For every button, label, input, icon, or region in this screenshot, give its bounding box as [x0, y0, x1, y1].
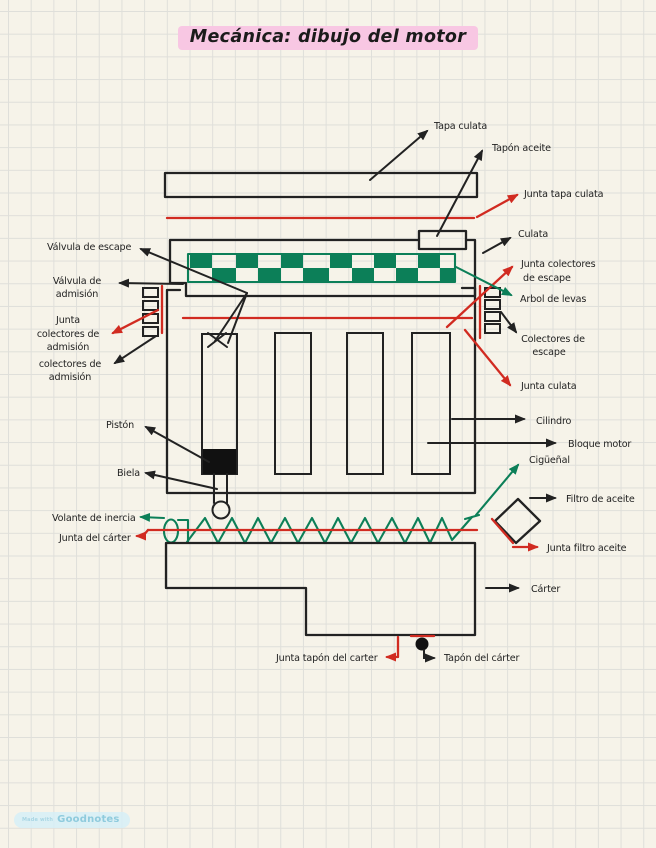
oil-filter-shape — [493, 497, 542, 545]
label-bloque-motor: Bloque motor — [568, 439, 631, 450]
page-title: Mecánica: dibujo del motor — [0, 26, 656, 50]
label-colectores-escape-1: Colectores de — [521, 334, 585, 345]
label-junta-culata: Junta culata — [520, 381, 576, 392]
arrow-colectores-admision — [113, 335, 157, 365]
label-junta-colectores-admision-1: Junta — [55, 315, 80, 326]
label-valvula-admision-1: Válvula de — [53, 275, 101, 287]
arrow-junta-carter — [135, 528, 150, 541]
drain-plug-shape — [415, 637, 429, 651]
arrow-junta-culata — [463, 328, 512, 387]
label-filtro-aceite: Filtro de aceite — [566, 494, 635, 505]
label-valvula-admision-2: admisión — [56, 288, 98, 300]
label-valvula-escape: Válvula de escape — [47, 241, 132, 253]
label-junta-colectores-admision-3: admisión — [47, 341, 89, 353]
arrow-tapon-aceite — [436, 149, 483, 237]
arrow-volante-inercia — [139, 512, 166, 522]
oil-sump-shape — [164, 541, 477, 637]
cylinder-head-shape — [168, 238, 477, 298]
arrow-colectores-escape — [500, 311, 518, 334]
label-biela: Biela — [117, 468, 140, 479]
arrow-biela — [144, 470, 218, 490]
label-colectores-admision-2: admisión — [49, 371, 91, 383]
label-junta-colectores-escape-1: Junta colectores — [520, 259, 596, 270]
oil-cap-shape — [417, 229, 468, 251]
arrow-junta-tapon-carter — [385, 635, 400, 662]
oil-filter-gasket-line — [490, 517, 515, 545]
label-arbol-de-levas: Arbol de levas — [520, 294, 586, 305]
label-tapa-culata: Tapa culata — [433, 121, 487, 132]
label-cilindro: Cilindro — [536, 416, 572, 427]
label-tapon-aceite: Tapón aceite — [491, 142, 551, 154]
cylinders-shape — [201, 332, 451, 475]
label-piston: Pistón — [106, 419, 134, 431]
label-junta-colectores-escape-2: de escape — [523, 273, 571, 284]
label-junta-tapa-culata: Junta tapa culata — [523, 189, 603, 200]
label-colectores-admision-1: colectores de — [39, 359, 102, 370]
arrow-culata — [482, 237, 512, 254]
connecting-rod-shape — [211, 473, 231, 520]
label-junta-filtro-aceite: Junta filtro aceite — [546, 543, 627, 554]
label-ciguenal: Cigüeñal — [529, 455, 570, 466]
goodnotes-badge: Made with Goodnotes — [14, 812, 130, 828]
title-text: Mecánica: dibujo del motor — [189, 27, 467, 47]
label-culata: Culata — [518, 229, 548, 240]
arrow-junta-colectores-admision — [111, 308, 160, 335]
arrow-ciguenal — [474, 463, 520, 517]
goodnotes-logo-text: Goodnotes — [57, 814, 120, 825]
label-junta-carter: Junta del cárter — [58, 532, 131, 544]
arrow-arbol-de-levas — [454, 265, 513, 297]
arrow-tapon-carter — [423, 649, 436, 663]
made-with-text: Made with — [22, 816, 54, 823]
camshaft-shape — [186, 252, 457, 284]
label-volante-inercia: Volante de inercia — [52, 513, 136, 524]
arrow-junta-tapa-culata — [475, 193, 519, 219]
arrow-junta-colectores-escape — [445, 265, 514, 329]
arrow-piston — [144, 426, 210, 463]
label-colectores-escape-2: escape — [532, 347, 565, 358]
exhaust-ports-shape — [484, 287, 501, 334]
engine-block-shape — [165, 286, 477, 495]
valve-cover-shape — [163, 171, 479, 199]
label-junta-tapon-carter: Junta tapón del carter — [275, 652, 378, 664]
arrow-tapa-culata — [369, 129, 429, 181]
arrow-valvula-admision — [118, 278, 184, 288]
label-carter: Cárter — [531, 583, 560, 595]
title-highlight: Mecánica: dibujo del motor — [177, 26, 479, 50]
arrow-valvula-escape — [139, 248, 248, 294]
label-junta-colectores-admision-2: colectores de — [37, 329, 100, 340]
label-tapon-carter: Tapón del cárter — [443, 652, 519, 664]
valves-shape — [207, 292, 248, 348]
